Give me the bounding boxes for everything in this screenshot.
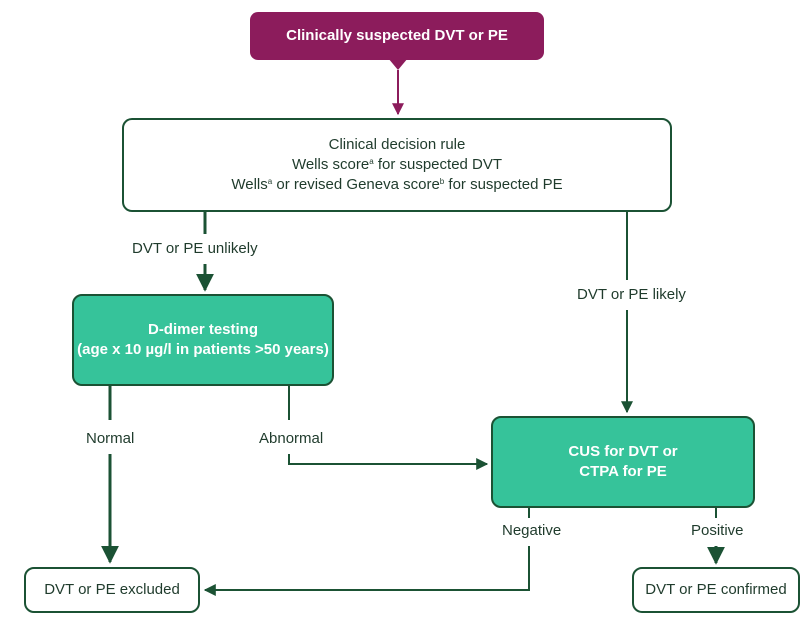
edge-label-unlikely: DVT or PE unlikely	[132, 240, 258, 258]
edge-label-likely: DVT or PE likely	[577, 286, 686, 304]
rule-footnote-a: a	[369, 157, 374, 166]
ddimer-line-1: D-dimer testing	[147, 321, 258, 338]
edge-label-normal: Normal	[86, 430, 135, 448]
start-node-label: Clinically suspected DVT or PE	[286, 27, 508, 44]
excluded-node: DVT or PE excluded	[24, 567, 200, 613]
edge-ddimer-to-cus-bottom	[288, 454, 489, 470]
cus-ctpa-node: CUS for DVT or CTPA for PE	[491, 416, 755, 508]
d-dimer-testing-node: D-dimer testing (age x 10 µg/l in patien…	[72, 294, 334, 386]
edge-cus-to-excluded-bottom	[203, 546, 530, 596]
clinical-decision-rule-node: Clinical decision rule Wells scorea for …	[122, 118, 672, 212]
confirmed-node-label: DVT or PE confirmed	[645, 581, 787, 598]
cus-line-1: CUS for DVT or	[568, 443, 678, 460]
start-node-notch	[388, 58, 408, 70]
edge-label-negative: Negative	[502, 522, 562, 540]
rule-line-3-suffix: for suspected PE	[444, 176, 563, 193]
rule-line-2-suffix: for suspected DVT	[373, 156, 503, 173]
rule-line-3-prefix: Wells	[231, 176, 268, 193]
edge-label-positive: Positive	[691, 522, 744, 540]
rule-footnote-a-2: a	[267, 177, 273, 186]
rule-line-3: Wellsa or revised Geneva scoreb for susp…	[231, 175, 562, 195]
confirmed-node: DVT or PE confirmed	[632, 567, 800, 613]
excluded-node-label: DVT or PE excluded	[44, 581, 180, 598]
start-node: Clinically suspected DVT or PE	[250, 12, 544, 60]
rule-line-2: Wells scorea for suspected DVT	[292, 155, 502, 175]
rule-footnote-b: b	[439, 177, 445, 186]
edge-label-abnormal: Abnormal	[259, 430, 324, 448]
ddimer-line-2: (age x 10 µg/l in patients >50 years)	[77, 341, 329, 358]
rule-line-1: Clinical decision rule	[328, 136, 466, 153]
rule-line-3-mid: or revised Geneva score	[272, 176, 440, 193]
cus-line-2: CTPA for PE	[579, 463, 667, 480]
rule-line-2-prefix: Wells score	[291, 156, 370, 173]
